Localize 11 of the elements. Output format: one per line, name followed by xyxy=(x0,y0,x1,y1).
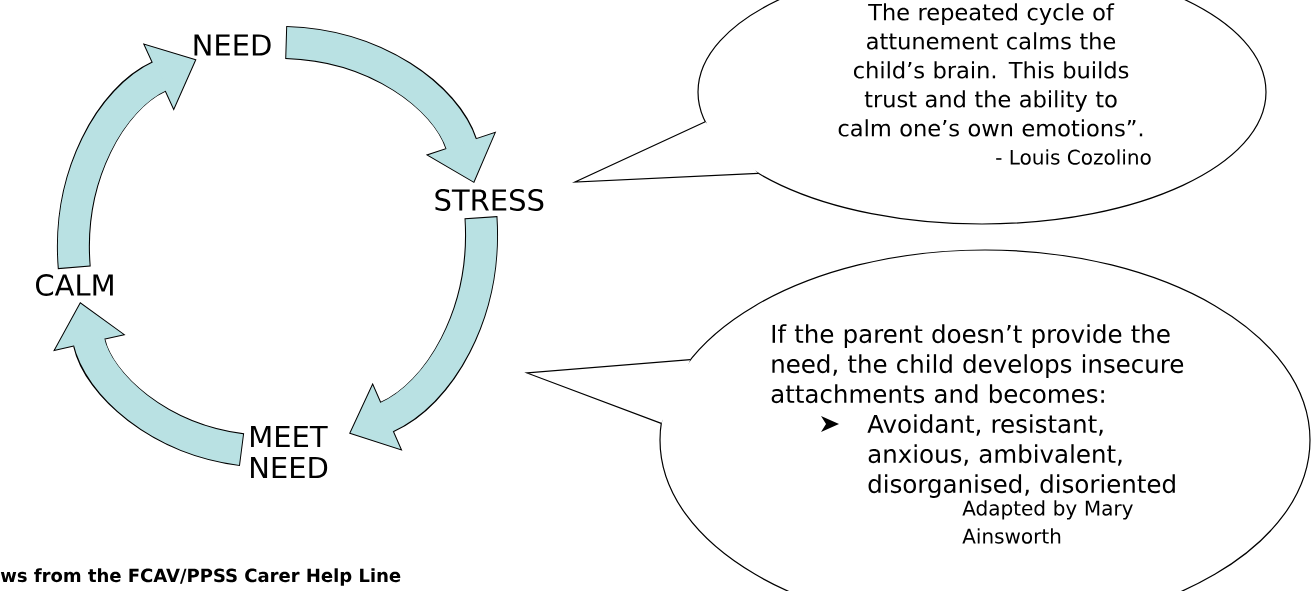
cycle-label: CALM xyxy=(36,274,113,296)
cycle-label: NEED xyxy=(194,34,271,56)
block-arrow xyxy=(53,302,245,466)
block-arrow xyxy=(284,26,496,183)
block-arrow xyxy=(349,216,498,451)
cycle-label: STRESS xyxy=(435,189,544,211)
cycle-label: MEET NEED xyxy=(251,425,328,479)
speech-bubble: The repeated cycle of attunement calms the child’s brain. This builds trust and the ability to calm one’s own emotions”. - Louis Cozolino xyxy=(571,0,1267,225)
speech-bubble: If the parent doesn’t provide the need, the child develops insecure attachments and becomes: Avoidant, resistant, anxious, ambivalent, disorganised, disoriented Adapted by Mary Ainsworth xyxy=(524,249,1311,591)
block-arrow xyxy=(57,43,197,269)
caption: ws from the FCAV/PPSS Carer Help Line xyxy=(0,568,401,586)
